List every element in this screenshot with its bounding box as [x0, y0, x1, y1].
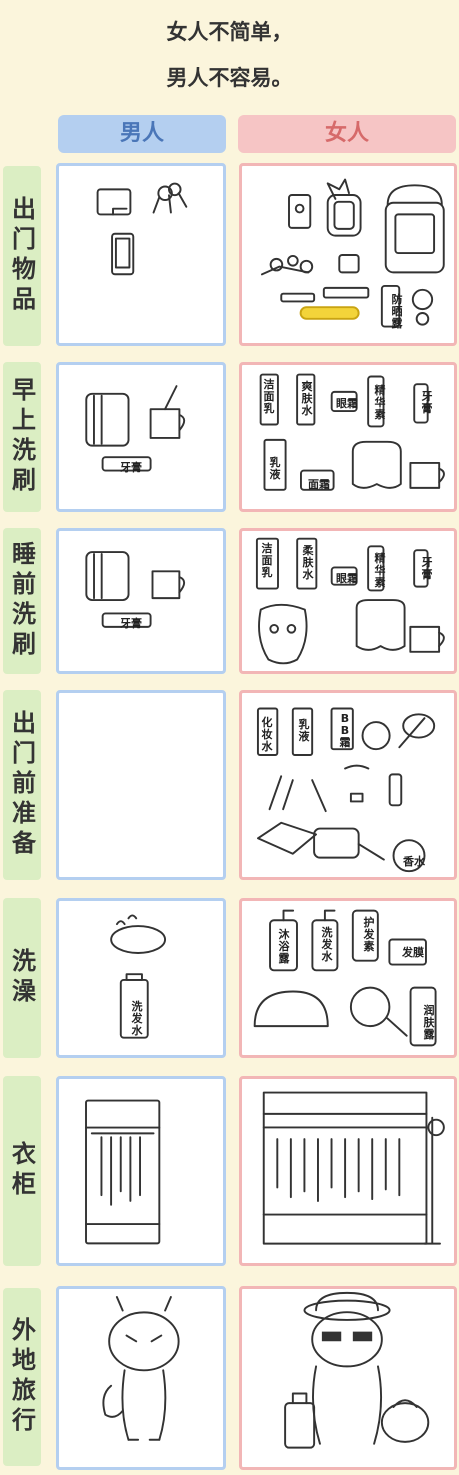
label-conditioner: 护发素 [363, 916, 375, 953]
women-wardrobe-drawing [262, 1091, 445, 1245]
panel-women-morning-wash: 洁面乳 爽肤水 眼霜 精华素 牙膏 乳液 面霜 [239, 362, 457, 512]
label-shampoo-women: 洗发水 [321, 926, 333, 963]
label-toner-morning: 爽肤水 [301, 380, 313, 417]
label-body-wash: 沐浴露 [278, 928, 290, 965]
men-wardrobe-drawing [85, 1099, 161, 1245]
label-perfume: 香水 [403, 855, 425, 868]
women-bedtime-wash-drawing [255, 537, 445, 665]
row-label-travel: 外地旅行 [3, 1288, 41, 1466]
men-bedtime-wash-drawing [85, 551, 186, 628]
panel-women-outing-items: 防晒露 [239, 163, 457, 346]
label-bb-cream: BB霜 [339, 712, 351, 749]
men-before-going-out-drawing [59, 693, 223, 877]
panel-women-bedtime-wash: 洁面乳 柔肤水 眼霜 精华素 牙膏 [239, 528, 457, 674]
label-body-lotion: 润肤露 [423, 1004, 435, 1041]
row-label-bedtime-wash: 睡前洗刷 [3, 528, 41, 674]
label-cleanser-morning: 洁面乳 [263, 378, 275, 415]
women-morning-wash-drawing [259, 373, 445, 491]
label-cleanser-bedtime: 洁面乳 [261, 542, 273, 579]
panel-women-before-going-out: 化妆水 乳液 BB霜 香水 [239, 690, 457, 880]
panel-women-shower: 沐浴露 洗发水 护发素 发膜 润肤露 [239, 898, 457, 1058]
label-toothpaste-bedtime: 牙膏 [421, 556, 433, 581]
title-line-2: 男人不容易。 [166, 66, 293, 90]
row-label-outing-items: 出门物品 [3, 166, 41, 346]
label-toothpaste-morning: 牙膏 [421, 390, 433, 415]
label-face-cream-morning: 面霜 [308, 478, 330, 491]
label-essence-morning: 精华素 [374, 384, 386, 421]
row-label-morning-wash: 早上洗刷 [3, 362, 41, 512]
men-shower-drawing [110, 914, 167, 1039]
women-travel-drawing [284, 1291, 430, 1449]
panel-men-morning-wash: 牙膏 [56, 362, 226, 512]
label-hair-mask: 发膜 [402, 946, 424, 959]
women-outing-items-drawing [260, 178, 445, 328]
label-eye-cream-bedtime: 眼霜 [336, 572, 358, 585]
panel-men-shower: 洗发水 [56, 898, 226, 1058]
panel-men-bedtime-wash: 牙膏 [56, 528, 226, 674]
label-makeup-water: 化妆水 [261, 716, 273, 753]
column-header-women: 女人 [238, 115, 456, 153]
men-outing-items-drawing [96, 182, 188, 276]
label-essence-bedtime: 精华素 [374, 552, 386, 589]
label-eye-cream-morning: 眼霜 [336, 397, 358, 410]
label-lotion-morning: 乳液 [269, 456, 281, 481]
panel-men-wardrobe [56, 1076, 226, 1266]
label-toothpaste-men-morning: 牙膏 [120, 461, 142, 474]
women-before-going-out-drawing [256, 707, 436, 873]
label-soft-toner-bedtime: 柔肤水 [302, 544, 314, 581]
panel-women-travel [239, 1286, 457, 1470]
label-sunscreen: 防晒露 [391, 293, 403, 330]
panel-women-wardrobe [239, 1076, 457, 1266]
label-toothpaste-men-bedtime: 牙膏 [120, 617, 142, 630]
title-line-1: 女人不简单， [166, 20, 293, 44]
men-morning-wash-drawing [85, 385, 186, 472]
panel-men-before-going-out [56, 690, 226, 880]
row-label-wardrobe: 衣柜 [3, 1076, 41, 1266]
panel-men-outing-items [56, 163, 226, 346]
label-lotion-before-going-out: 乳液 [298, 718, 310, 743]
men-travel-drawing [102, 1296, 180, 1441]
panel-men-travel [56, 1286, 226, 1470]
row-label-shower: 洗澡 [3, 898, 41, 1058]
row-label-before-going-out: 出门前准备 [3, 690, 41, 880]
column-header-men: 男人 [58, 115, 226, 153]
women-shower-drawing [253, 909, 437, 1047]
label-shampoo-men: 洗发水 [131, 1000, 143, 1037]
